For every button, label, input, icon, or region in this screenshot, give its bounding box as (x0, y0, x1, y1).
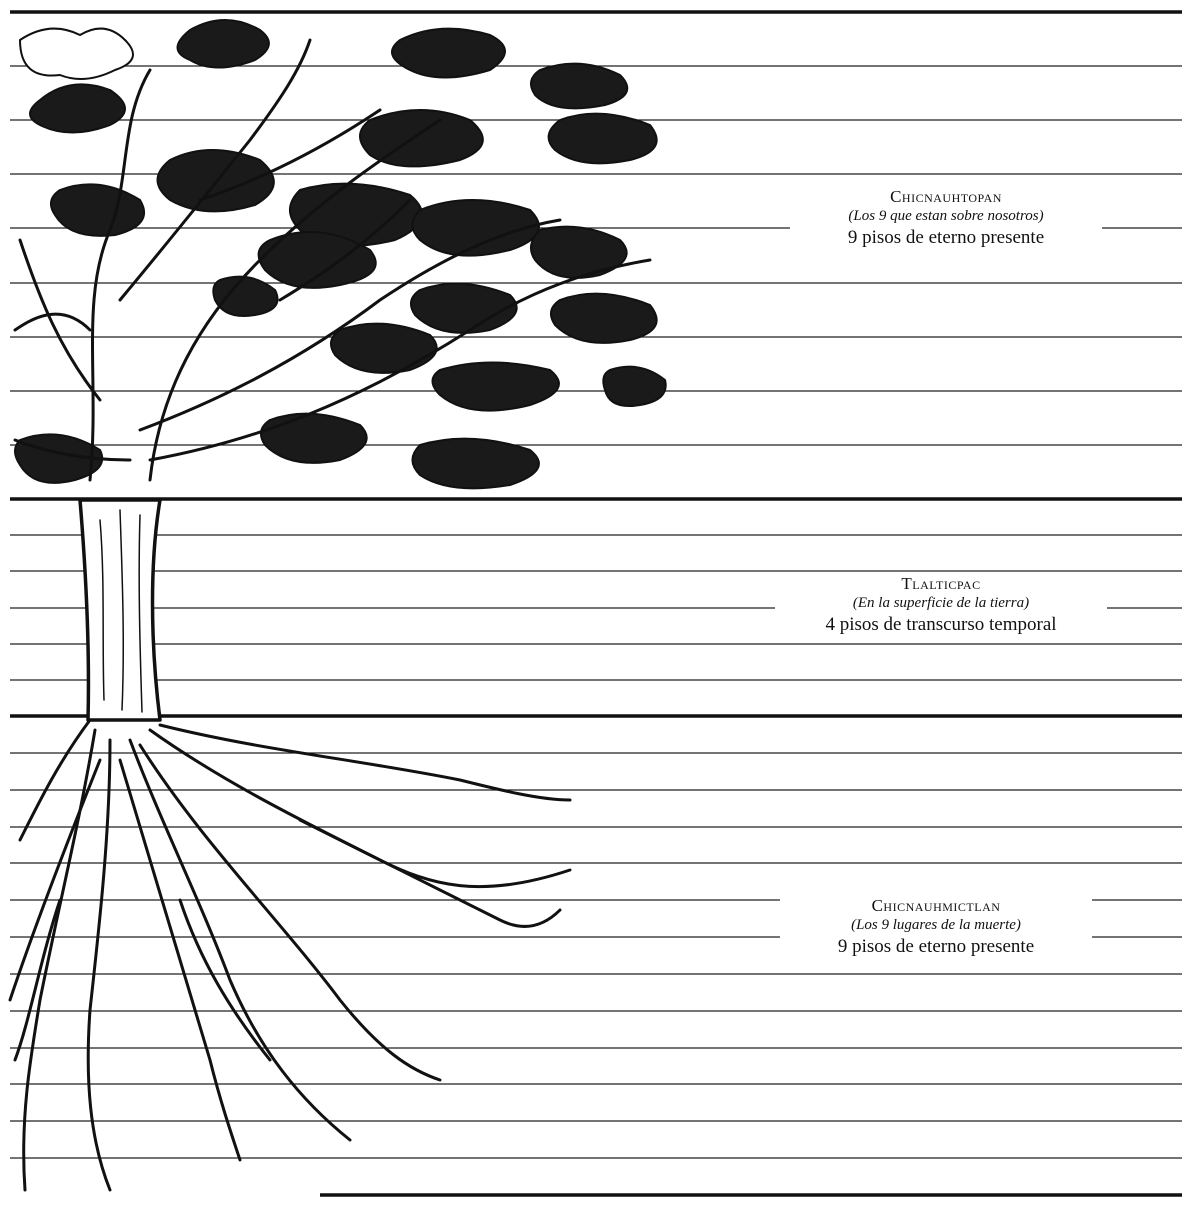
realm-subtitle: (Los 9 lugares de la muerte) (786, 916, 1086, 935)
cosmic-tree-icon (10, 20, 666, 1190)
realm-label-upper: Chicnauhtopan (Los 9 que estan sobre nos… (790, 186, 1102, 250)
realm-description: 4 pisos de transcurso temporal (781, 613, 1101, 637)
realm-subtitle: (Los 9 que estan sobre nosotros) (796, 207, 1096, 226)
realm-label-lower: Chicnauhmictlan (Los 9 lugares de la mue… (780, 895, 1092, 959)
realm-label-middle: Tlalticpac (En la superficie de la tierr… (775, 573, 1107, 637)
realm-description: 9 pisos de eterno presente (786, 935, 1086, 959)
realm-title: Chicnauhmictlan (786, 895, 1086, 916)
tree-canopy (15, 20, 666, 488)
realm-title: Tlalticpac (781, 573, 1101, 594)
realm-title: Chicnauhtopan (796, 186, 1096, 207)
realm-description: 9 pisos de eterno presente (796, 226, 1096, 250)
tree-trunk (80, 500, 160, 720)
realm-subtitle: (En la superficie de la tierra) (781, 594, 1101, 613)
